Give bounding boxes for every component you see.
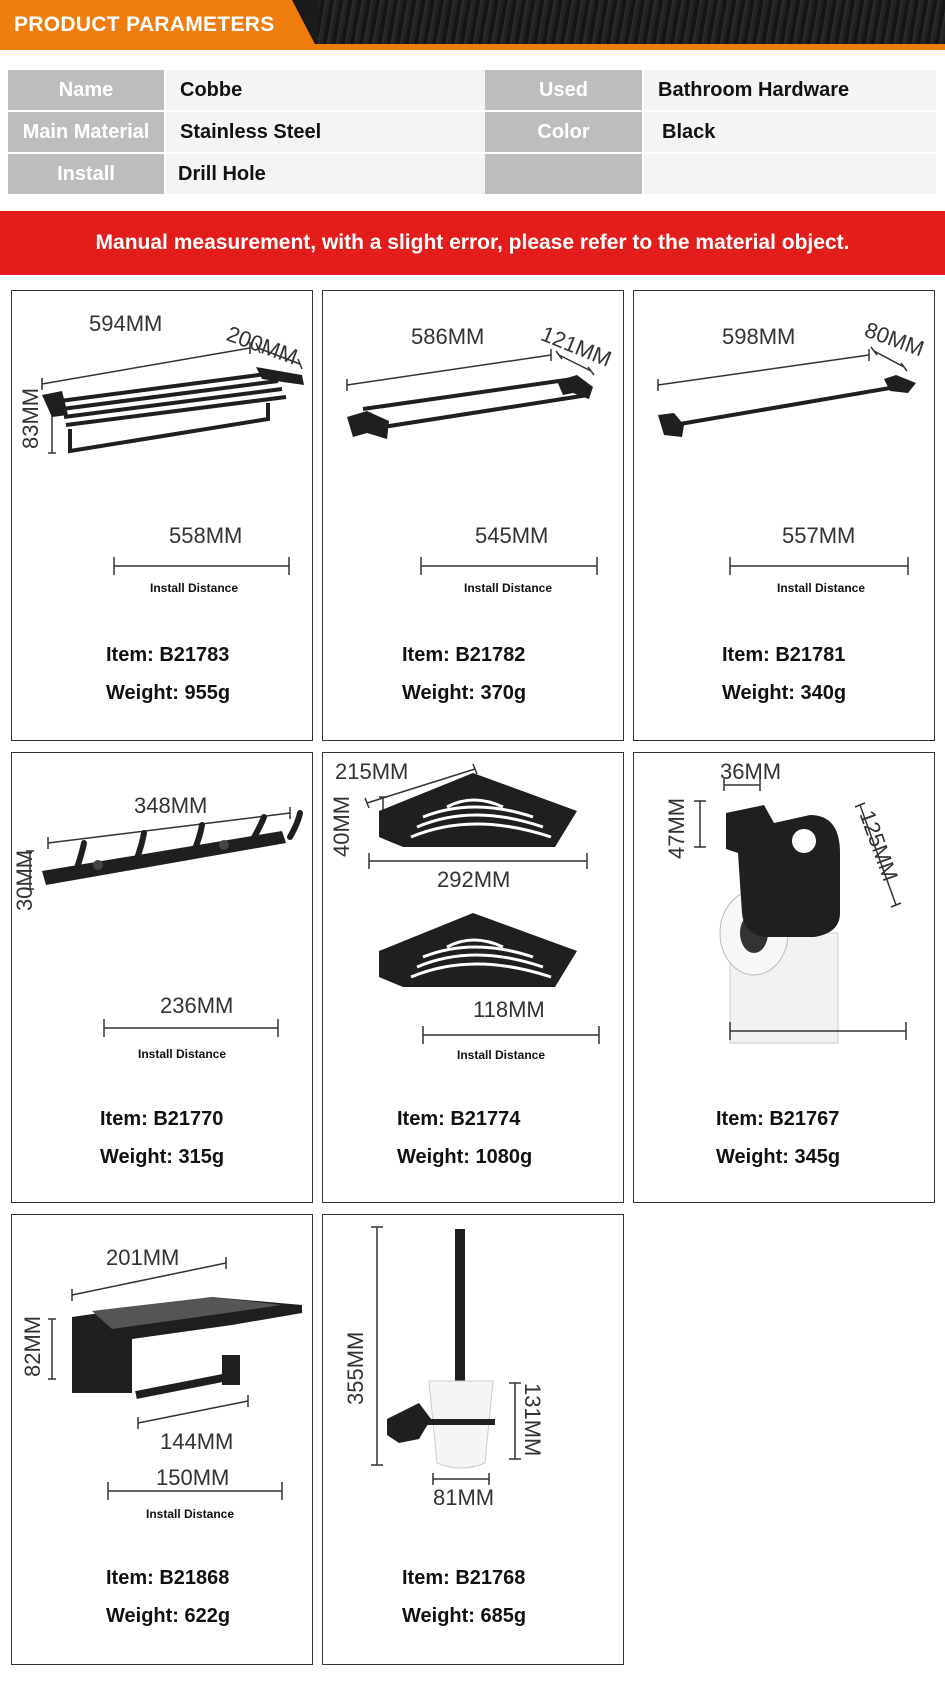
dim-height: 47MM [664,797,689,859]
item-code: Item: B21774 [397,1108,521,1130]
dim-depth: 36MM [720,759,782,784]
item-code: Item: B21782 [402,644,526,666]
item-weight: Weight: 685g [402,1605,527,1627]
product-card-b21783: 594MM 200MM 83MM 558MM Install Distance … [11,290,313,741]
dim-length: 598MM [722,324,796,349]
install-distance-value: 557MM [782,523,856,548]
product-card-b21782: 586MM 121MM 545MM Install Distance Item:… [322,290,624,741]
install-distance-label: Install Distance [457,1048,546,1062]
item-code: Item: B21768 [402,1567,526,1589]
install-distance-value: 150MM [156,1465,230,1490]
item-weight: Weight: 1080g [397,1146,533,1168]
dim-height: 82MM [20,1315,45,1377]
dim-cup-width: 81MM [433,1485,495,1510]
param-install-value: Drill Hole [166,154,488,194]
section-header: PRODUCT PARAMETERS [0,0,945,50]
install-distance-value: 558MM [169,523,243,548]
item-weight: Weight: 340g [722,682,847,704]
header-orange-tab [0,0,318,50]
item-weight: Weight: 370g [402,682,527,704]
param-empty-label [485,154,642,194]
toilet-brush-image [371,1226,521,1485]
product-card-b21781: 598MM 80MM 557MM Install Distance Item: … [633,290,935,741]
param-name-value: Cobbe [166,70,488,110]
dim-length: 348MM [134,793,208,818]
install-distance-label: Install Distance [138,1047,227,1061]
item-code: Item: B21770 [100,1108,224,1130]
item-weight: Weight: 622g [106,1605,231,1627]
towel-rack-image [41,342,304,575]
corner-shelf-image [364,763,600,1044]
item-weight: Weight: 955g [106,682,231,704]
install-distance-value: 118MM [473,997,545,1022]
product-card-b21767: 36MM 47MM 125MM Item: B21767 Weight: 345… [633,752,935,1203]
product-card-b21868: 201MM 82MM 144MM 150MM Install Distance … [11,1214,313,1665]
single-towel-bar-image [657,346,916,575]
install-distance-label: Install Distance [146,1507,235,1521]
item-code: Item: B21781 [722,644,846,666]
install-distance-label: Install Distance [150,581,239,595]
param-color-value: Black [644,112,936,152]
param-material-value: Stainless Steel [166,112,488,152]
header-title: PRODUCT PARAMETERS [14,13,275,36]
param-used-value: Bathroom Hardware [644,70,936,110]
param-used-label: Used [485,70,642,110]
dim-width: 292MM [437,867,511,892]
install-distance-value: 545MM [475,523,549,548]
parameters-table: Name Cobbe Used Bathroom Hardware Main M… [8,70,936,200]
param-name-label: Name [8,70,164,110]
shelf-paper-holder-image [48,1257,302,1500]
dim-length: 586MM [411,324,485,349]
param-install-label: Install [8,154,164,194]
param-color-label: Color [485,112,642,152]
dim-length: 201MM [106,1245,180,1270]
item-code: Item: B21783 [106,644,230,666]
dim-length: 594MM [89,311,163,336]
item-code: Item: B21767 [716,1108,840,1130]
dim-height: 355MM [343,1331,368,1405]
dim-height: 30MM [12,849,37,911]
item-weight: Weight: 345g [716,1146,841,1168]
header-orange-stripe [0,44,945,50]
dim-depth: 215MM [335,759,409,784]
product-card-b21768: 355MM 131MM 81MM Item: B21768 Weight: 68… [322,1214,624,1665]
item-code: Item: B21868 [106,1567,230,1589]
product-card-b21770: 348MM 30MM 236MM Install Distance Item: … [11,752,313,1203]
measurement-notice: Manual measurement, with a slight error,… [0,211,945,275]
param-empty-value [644,154,936,194]
install-distance-label: Install Distance [464,581,553,595]
install-distance-value: 236MM [160,993,234,1018]
param-material-label: Main Material [8,112,164,152]
header-texture [318,0,945,44]
dim-height: 83MM [18,387,43,449]
paper-holder-image [694,779,907,1044]
dim-height: 40MM [329,795,354,857]
dim-bar: 144MM [160,1429,234,1454]
double-towel-bar-image [346,349,598,575]
hook-rail-image [26,807,303,1037]
dim-cup-height: 131MM [520,1383,545,1457]
install-distance-label: Install Distance [777,581,866,595]
item-weight: Weight: 315g [100,1146,225,1168]
product-card-b21774: 215MM 40MM 292MM 118MM Install Distance … [322,752,624,1203]
